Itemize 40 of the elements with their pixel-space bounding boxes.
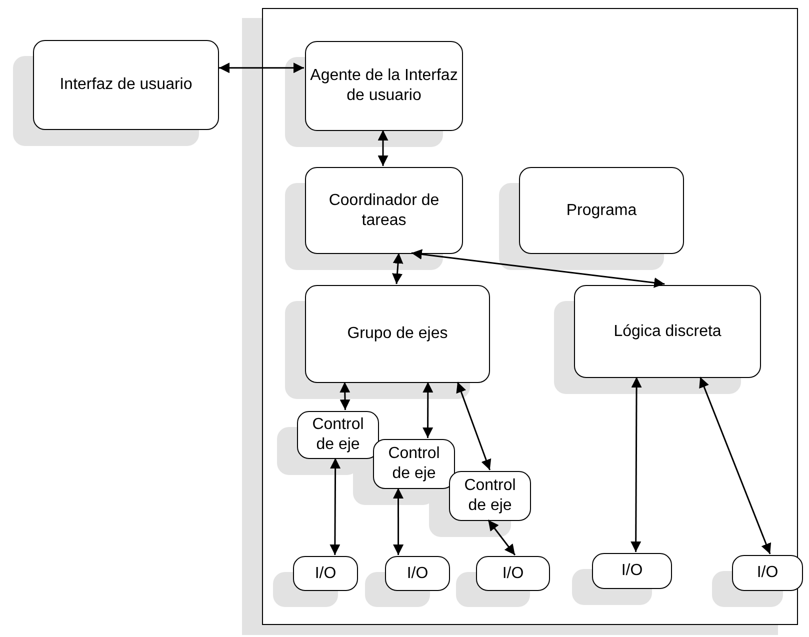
process-box (33, 40, 219, 130)
box-label: Control de eje (463, 476, 517, 516)
arrow (392, 252, 404, 284)
arrow (330, 458, 341, 555)
process-box (373, 439, 455, 489)
process-box (449, 471, 531, 521)
arrow (393, 488, 404, 555)
arrow (630, 377, 642, 552)
process-box (305, 285, 490, 383)
process-box (476, 556, 550, 591)
arrow (699, 376, 772, 554)
arrow (422, 382, 434, 438)
box-label: Agente de la Interfaz de usuario (309, 66, 459, 106)
box-label: I/O (756, 563, 780, 583)
process-box (305, 41, 463, 131)
box-label: Interfaz de usuario (58, 75, 194, 95)
arrow (411, 249, 665, 288)
box-label: I/O (620, 561, 644, 581)
arrow (219, 62, 304, 74)
process-box (293, 556, 358, 591)
process-box (385, 556, 450, 591)
process-box (592, 553, 672, 589)
box-label: I/O (314, 564, 338, 584)
process-box (574, 285, 761, 378)
process-box (732, 555, 803, 591)
arrow (340, 382, 350, 410)
arrow (456, 382, 492, 470)
box-label: Control de eje (311, 415, 365, 455)
box-label: Programa (565, 200, 638, 220)
box-label: Coordinador de tareas (328, 190, 440, 230)
process-box (519, 167, 684, 254)
box-label: Lógica discreta (612, 322, 722, 342)
box-label: I/O (406, 564, 430, 584)
box-label: Control de eje (387, 444, 441, 484)
process-box (305, 167, 463, 254)
process-box (297, 411, 379, 459)
arrow (488, 520, 516, 556)
box-label: Grupo de ejes (346, 324, 449, 344)
arrow (378, 130, 388, 166)
box-label: I/O (501, 564, 525, 584)
